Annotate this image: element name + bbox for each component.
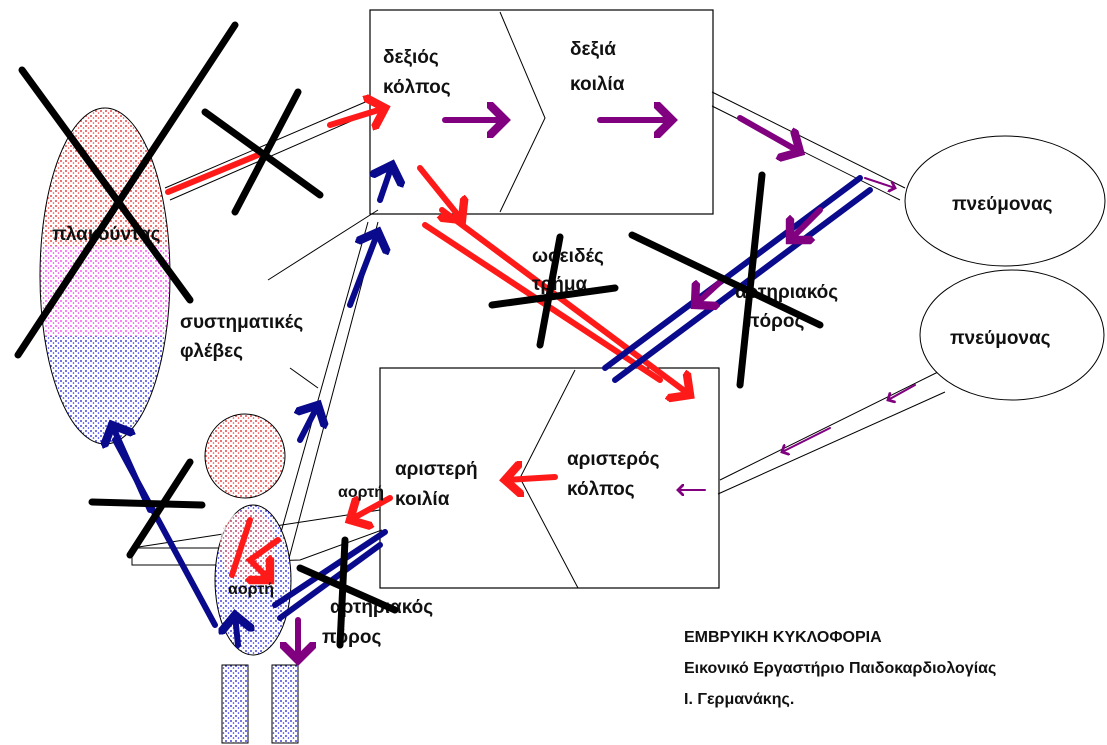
label-left-ventricle-1: αριστερή	[395, 459, 478, 480]
pulmonary-arrows	[298, 115, 916, 660]
arrow-ductus-purple-2	[695, 279, 723, 305]
arrow-ductus-1	[602, 175, 863, 371]
label-right-atrium-2: κόλπος	[383, 77, 451, 98]
credit-line-2: Εικονικό Εργαστήριο Παιδοκαρδιολογίας	[684, 660, 996, 677]
arrow-la-to-lv	[505, 477, 558, 480]
arrow-ductus-3	[272, 529, 388, 608]
arrow-leg-return	[235, 615, 238, 648]
label-systemic-veins-2: φλέβες	[180, 341, 243, 362]
cross-umbilical-vein	[201, 88, 324, 216]
credits: ΕΜΒΡΥΙΚΗ ΚΥΚΛΟΦΟΡΙΑ Εικονικό Εργαστήριο …	[684, 629, 996, 708]
systemic-vein-pointer	[267, 209, 379, 389]
label-foramen-ovale-1: ωοειδές	[532, 246, 604, 267]
fetus-leg-left	[221, 664, 249, 744]
label-ductus-lower-2: πόρος	[322, 627, 382, 648]
fetus-body	[204, 413, 299, 744]
lung-top	[904, 135, 1106, 267]
arrow-umbilical-vein	[165, 152, 261, 195]
label-lung-top: πνεύμονας	[952, 194, 1053, 215]
pulmonary-vein-vessel	[717, 371, 946, 495]
arrow-aorta-body	[250, 537, 281, 580]
arrow-ivc-1	[300, 405, 318, 443]
placenta	[39, 107, 171, 445]
label-right-atrium-1: δεξιός	[383, 47, 439, 68]
arrow-pa-2	[864, 177, 895, 188]
label-right-ventricle-1: δεξιά	[570, 39, 616, 60]
label-placenta: πλακούντας	[52, 224, 161, 245]
cross-placenta	[14, 21, 239, 359]
lung-bottom	[919, 269, 1105, 401]
pulmonary-artery-vessel	[711, 91, 906, 201]
arrow-ivc-3	[380, 165, 392, 203]
arrow-foramen-ovale-1	[417, 165, 462, 220]
fetus-head	[204, 413, 286, 499]
cross-umbilical-artery	[88, 458, 206, 559]
label-systemic-veins-1: συστηματικές	[180, 312, 303, 333]
label-left-atrium-1: αριστερός	[567, 449, 660, 470]
arrow-aorta-body-2	[229, 517, 253, 578]
label-foramen-ovale-2: τρήμα	[532, 274, 587, 295]
arrow-lv-to-aorta	[350, 495, 393, 520]
tricuspid-valve-line	[499, 11, 546, 213]
right-heart	[369, 9, 714, 215]
right-heart-box	[369, 9, 714, 215]
cross-foramen-ovale	[488, 233, 619, 349]
labels: δεξιός κόλπος δεξιά κοιλία πνεύμονας πνε…	[52, 39, 1053, 648]
arrow-ductus-purple-1	[790, 207, 823, 240]
label-left-ventricle-2: κοιλία	[395, 489, 450, 510]
label-left-atrium-2: κόλπος	[567, 479, 635, 500]
arrow-foramen-ovale-2	[439, 207, 690, 395]
arrow-pv-2	[782, 427, 831, 452]
arrow-pv-1	[888, 384, 916, 400]
label-aorta-body: αορτή	[228, 581, 274, 598]
arrow-to-right-atrium	[327, 108, 385, 125]
label-aorta-left: αορτή	[338, 484, 384, 501]
label-ductus-upper-2: πόρος	[745, 311, 805, 332]
cross-ductus-upper	[628, 171, 824, 389]
arrow-pa-1	[737, 115, 800, 152]
label-lung-bottom: πνεύμονας	[950, 328, 1051, 349]
fetus-leg-right	[271, 664, 299, 744]
credit-title: ΕΜΒΡΥΙΚΗ ΚΥΚΛΟΦΟΡΙΑ	[684, 629, 882, 646]
closure-crosses	[14, 21, 824, 649]
credit-line-3: Ι. Γερμανάκης.	[684, 691, 794, 708]
left-heart-box	[379, 367, 720, 589]
label-right-ventricle-2: κοιλία	[570, 74, 625, 95]
arrow-ivc-2	[347, 232, 378, 308]
arrow-umbilical-artery-2	[112, 437, 218, 628]
cross-ductus-lower	[296, 536, 399, 649]
